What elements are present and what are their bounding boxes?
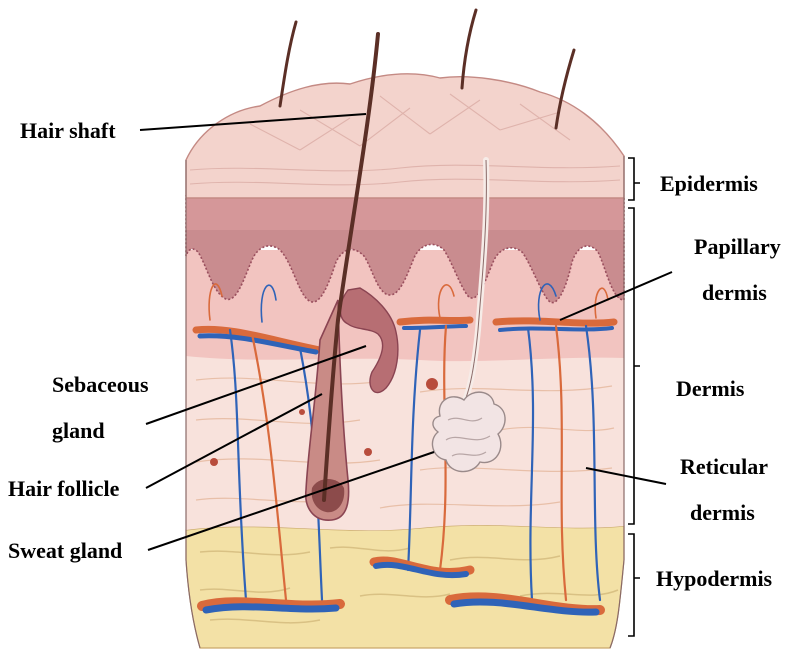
hypodermis-layer: [186, 525, 624, 648]
sweat-gland: [432, 392, 505, 471]
label-sweat-gland: Sweat gland: [8, 538, 122, 563]
epidermis-layer: [186, 74, 624, 198]
label-hair-shaft: Hair shaft: [20, 118, 116, 143]
label-hypodermis: Hypodermis: [656, 566, 773, 591]
label-epidermis: Epidermis: [660, 171, 758, 196]
label-reticular-dermis-line1: Reticular: [680, 454, 768, 479]
bracket-hypodermis: [628, 534, 640, 636]
label-hair-follicle: Hair follicle: [8, 476, 120, 501]
layer-brackets: [628, 158, 640, 636]
label-papillary-dermis-line2: dermis: [702, 280, 767, 305]
stratum-granulosum-band: [186, 196, 624, 230]
label-sebaceous-gland-line2: gland: [52, 418, 105, 443]
label-reticular-dermis-line2: dermis: [690, 500, 755, 525]
label-papillary-dermis-line1: Papillary: [694, 234, 781, 259]
label-sebaceous-gland-line1: Sebaceous: [52, 372, 149, 397]
label-dermis: Dermis: [676, 376, 745, 401]
bracket-epidermis: [628, 158, 640, 200]
